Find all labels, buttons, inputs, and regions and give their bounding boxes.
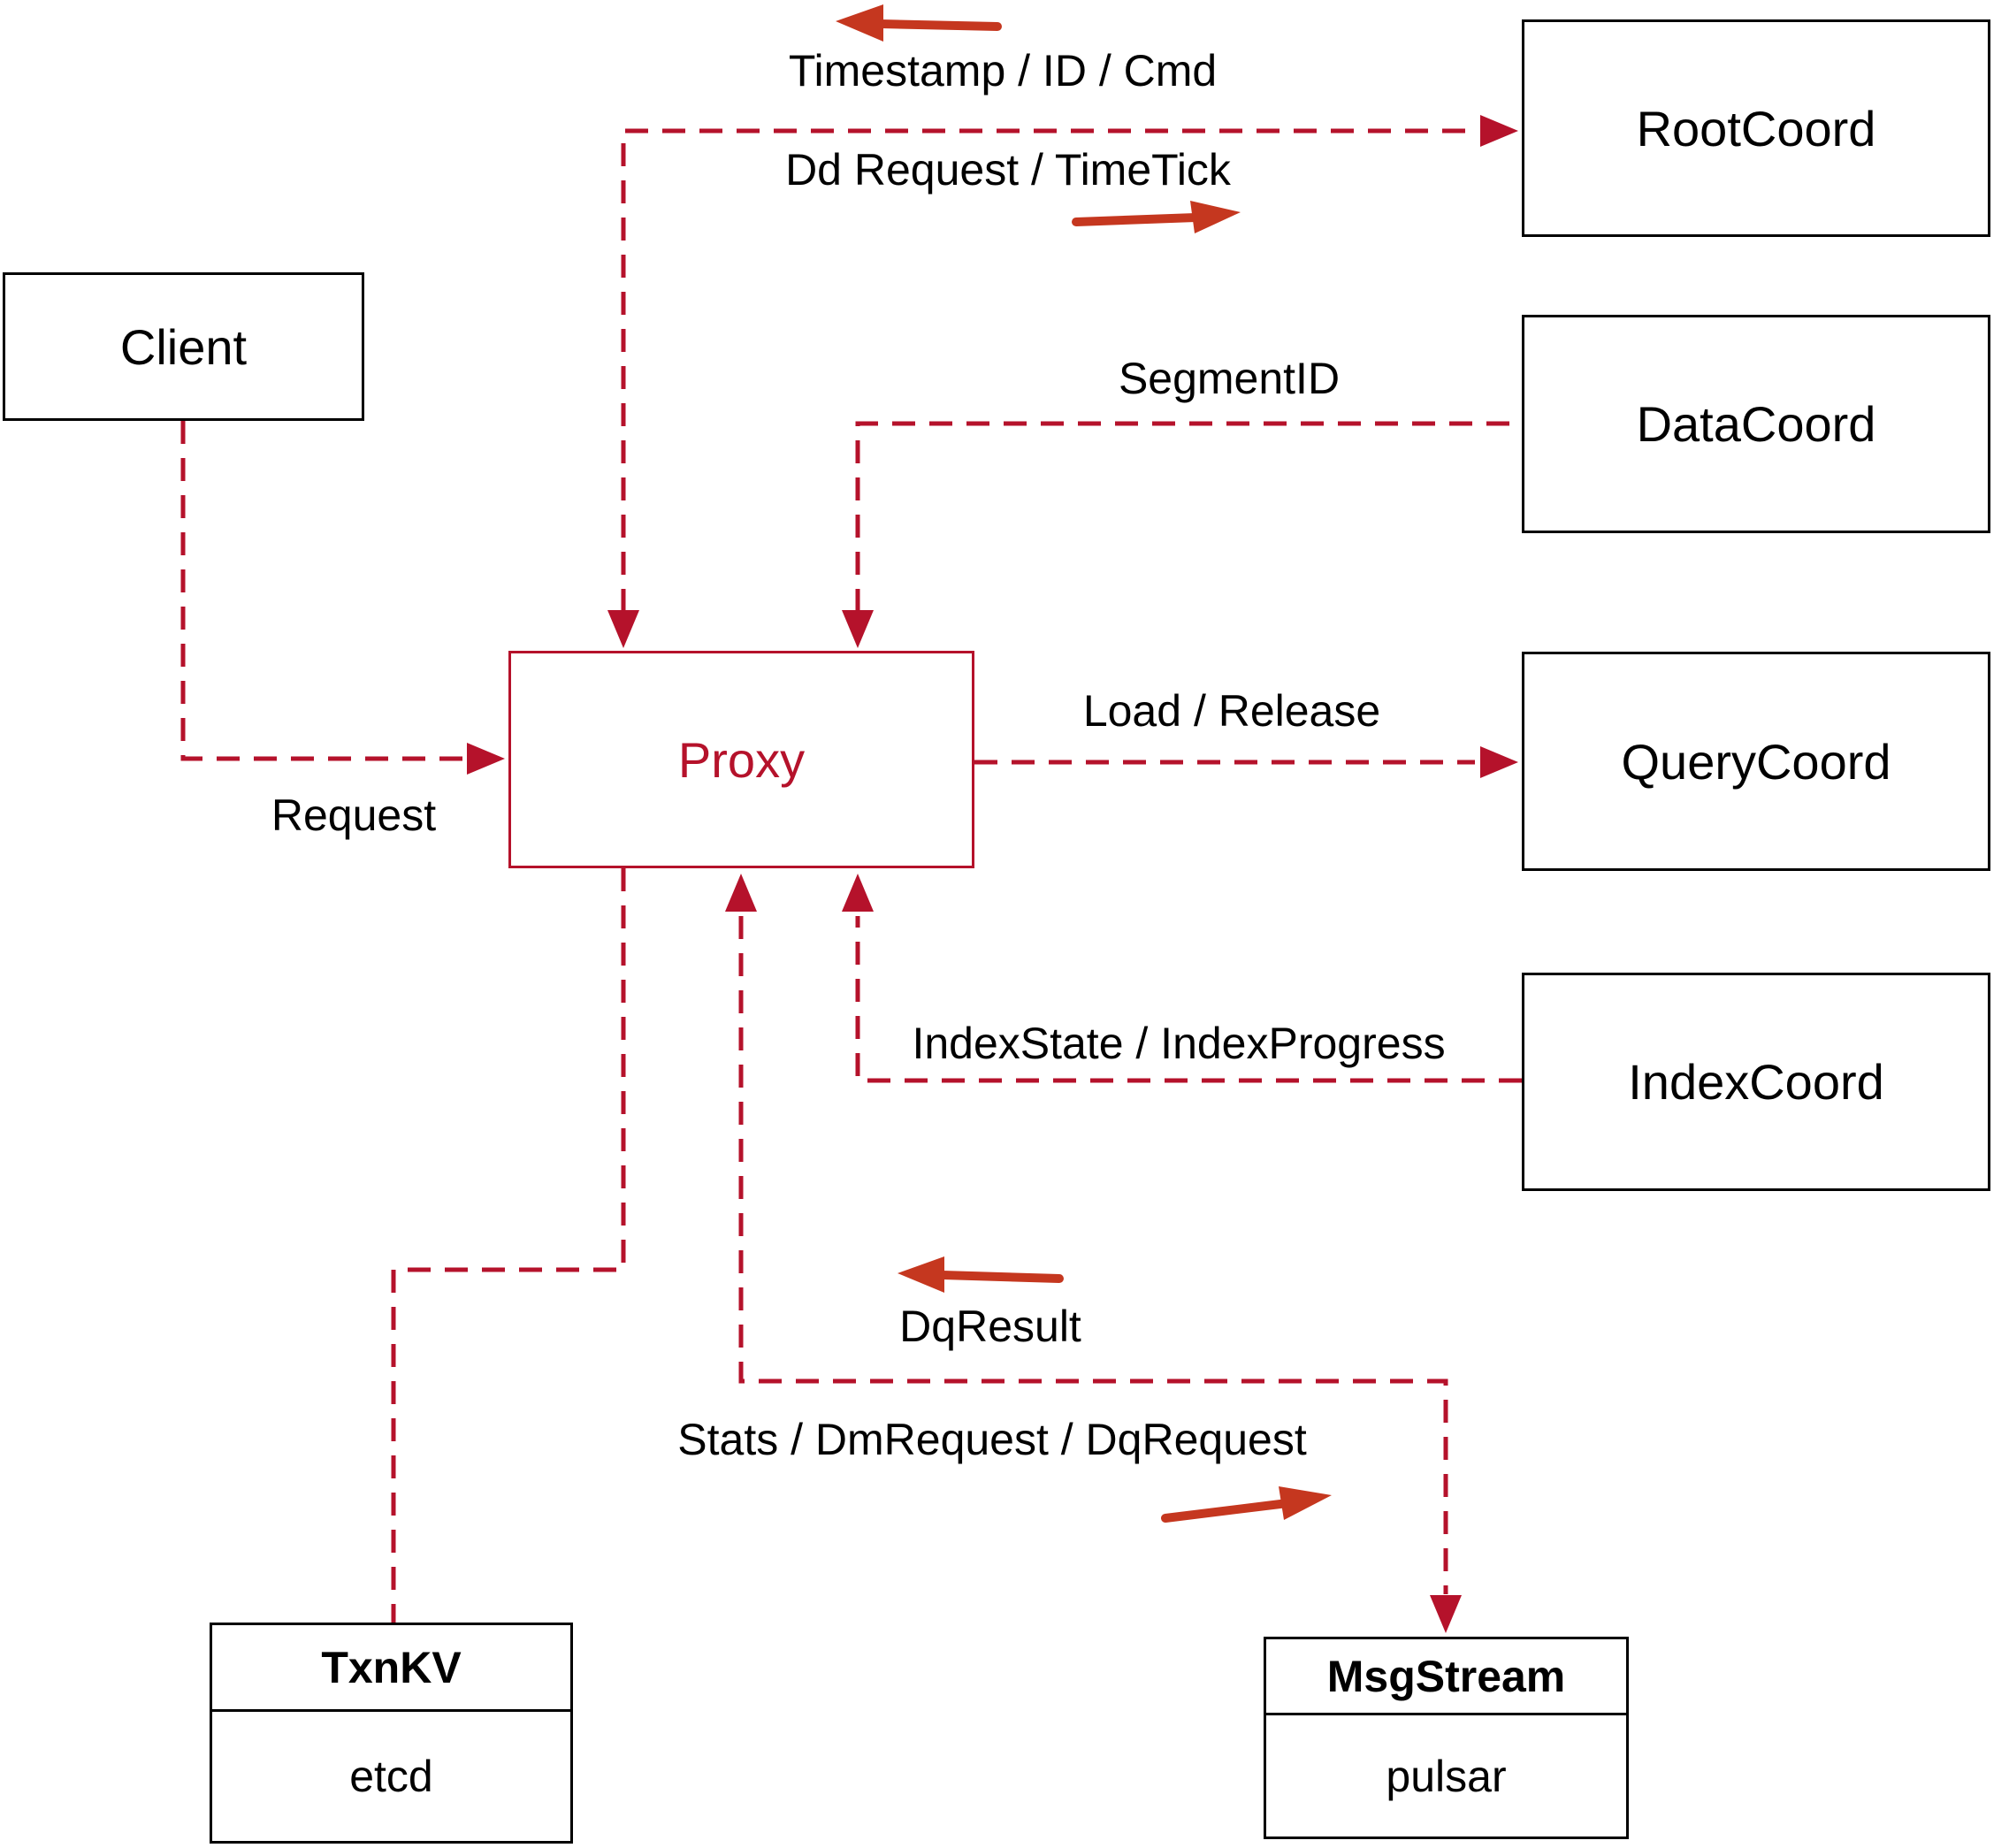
- msgstream-node: MsgStream pulsar: [1264, 1637, 1629, 1839]
- right-arrow-icon-stats: [1161, 1486, 1332, 1523]
- querycoord-node: QueryCoord: [1522, 652, 1990, 871]
- client-node: Client: [3, 272, 364, 421]
- arrowhead-into-proxy-left: [467, 743, 505, 775]
- arrowhead-into-proxy-left-top: [607, 610, 639, 648]
- proxy-node: Proxy: [508, 651, 974, 868]
- txnkv-impl: etcd: [349, 1752, 433, 1801]
- arrowhead-into-rootcoord: [1480, 115, 1518, 147]
- edge-label-index-state: IndexState / IndexProgress: [912, 1019, 1446, 1068]
- edge-label-timestamp: Timestamp / ID / Cmd: [788, 46, 1218, 95]
- rootcoord-label: RootCoord: [1636, 100, 1876, 157]
- left-arrow-icon-timestamp: [836, 4, 1002, 42]
- connector-datacoord-proxy: [855, 421, 1519, 612]
- edge-label-dq-result: DqResult: [899, 1302, 1081, 1351]
- txnkv-node: TxnKV etcd: [210, 1623, 573, 1844]
- connector-proxy-txnkv: [391, 868, 626, 1623]
- arrowhead-into-proxy-bottom-left: [725, 874, 757, 912]
- arrowhead-into-querycoord: [1480, 746, 1518, 778]
- proxy-label: Proxy: [677, 731, 806, 788]
- datacoord-node: DataCoord: [1522, 315, 1990, 533]
- msgstream-impl: pulsar: [1386, 1751, 1507, 1801]
- connector-proxy-rootcoord: [621, 128, 1475, 612]
- indexcoord-label: IndexCoord: [1628, 1054, 1884, 1110]
- txnkv-title: TxnKV: [212, 1625, 570, 1712]
- left-arrow-icon-dq-result: [898, 1256, 1064, 1293]
- connector-client-proxy: [180, 421, 463, 761]
- querycoord-label: QueryCoord: [1621, 733, 1891, 790]
- datacoord-label: DataCoord: [1636, 396, 1876, 452]
- connector-proxy-msgstream: [738, 916, 1448, 1594]
- msgstream-title: MsgStream: [1266, 1639, 1626, 1715]
- edge-label-segment-id: SegmentID: [1118, 354, 1341, 403]
- edge-label-load-release: Load / Release: [1082, 686, 1381, 736]
- right-arrow-icon-dd-request: [1072, 201, 1241, 233]
- arrowhead-into-proxy-bottom-right: [842, 874, 874, 912]
- rootcoord-node: RootCoord: [1522, 19, 1990, 237]
- edge-label-request: Request: [271, 790, 437, 840]
- arrowhead-into-msgstream: [1430, 1595, 1462, 1633]
- arrowhead-into-proxy-right-top: [842, 610, 874, 648]
- edge-label-dd-request: Dd Request / TimeTick: [785, 145, 1231, 195]
- indexcoord-node: IndexCoord: [1522, 973, 1990, 1191]
- edge-label-stats: Stats / DmRequest / DqRequest: [677, 1415, 1307, 1464]
- client-label: Client: [119, 318, 248, 375]
